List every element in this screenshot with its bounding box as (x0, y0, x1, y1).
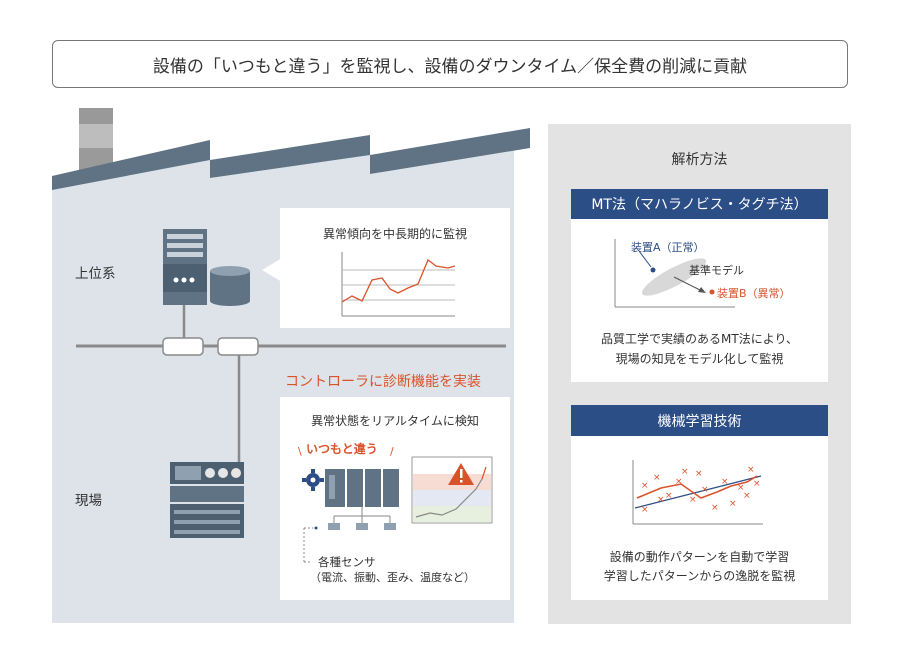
svg-text:×: × (695, 469, 703, 479)
svg-text:\: \ (298, 445, 302, 458)
svg-text:×: × (689, 495, 697, 505)
mt-diagram (614, 239, 735, 308)
svg-text:×: × (729, 499, 737, 509)
sensor-label: 各種センサ (318, 555, 376, 569)
controller-cabinet-icon (170, 462, 244, 538)
point-b-marker (709, 289, 715, 295)
network-node (162, 337, 204, 356)
ml-description-1: 設備の動作パターンを自動で学習 (609, 550, 790, 564)
svg-text:×: × (737, 483, 745, 493)
plc-module-icon (325, 469, 399, 507)
ml-trend-line (634, 475, 762, 509)
warning-triangle-icon (448, 463, 474, 485)
sensor-icon (356, 523, 368, 530)
gear-icon (302, 469, 324, 491)
svg-text:×: × (665, 491, 673, 501)
trend-card-title: 異常傾向を中長期的に監視 (322, 227, 467, 241)
database-icon (210, 266, 250, 306)
callout-pointer (262, 258, 282, 282)
mt-method-card: 装置A（正常） 基準モデル 装置B（異常） 品質工学で実績のあるMT法により、 … (571, 219, 828, 382)
field-label: 現場 (75, 493, 102, 509)
svg-text:×: × (747, 465, 755, 475)
svg-text:×: × (675, 477, 683, 487)
svg-text:×: × (711, 503, 719, 513)
svg-text:×: × (743, 491, 751, 501)
realtime-detection-card: 異常状態をリアルタイムに検知 \ / (280, 397, 510, 600)
ml-header: 機械学習技術 (571, 405, 828, 436)
mt-description-1: 品質工学で実績のあるMT法により、 (601, 332, 798, 346)
itsumo-tag: いつもと違う (306, 442, 378, 456)
point-b-label: 装置B（異常） (717, 287, 791, 300)
network-node (217, 337, 259, 356)
sensor-icon (384, 523, 396, 530)
ml-card: ××× ××× ××× ××× ××× ×× 設備の動作パターンを自動で学習 学… (571, 436, 828, 600)
svg-text:×: × (641, 481, 649, 491)
trend-line (341, 258, 456, 303)
ml-diagram: ××× ××× ××× ××× ××× ×× (632, 460, 763, 525)
mt-method-header: MT法（マハラノビス・タグチ法） (571, 189, 828, 219)
point-a-marker (650, 267, 656, 273)
trend-chart (341, 252, 456, 317)
ml-sample-points: ××× ××× ××× ××× ××× ×× (641, 465, 761, 515)
headline-banner: 設備の「いつもと違う」を監視し、設備のダウンタイム／保全費の削減に貢献 (52, 40, 848, 88)
ml-learned-pattern (636, 475, 758, 499)
svg-text:×: × (721, 477, 729, 487)
point-a-label: 装置A（正常） (631, 241, 705, 254)
headline-text: 設備の「いつもと違う」を監視し、設備のダウンタイム／保全費の削減に貢献 (152, 56, 748, 77)
analysis-title: 解析方法 (671, 152, 728, 168)
svg-text:×: × (681, 467, 689, 477)
svg-text:×: × (657, 495, 665, 505)
roof (52, 140, 210, 190)
trend-monitoring-card: 異常傾向を中長期的に監視 (280, 208, 510, 328)
mt-description-2: 現場の知見をモデル化して監視 (615, 352, 784, 366)
ml-header-text: 機械学習技術 (657, 413, 742, 430)
realtime-illustration: \ / (298, 445, 493, 563)
sensor-icon (328, 523, 340, 530)
svg-text:×: × (641, 505, 649, 515)
svg-text:×: × (653, 473, 661, 483)
base-model-label: 基準モデル (689, 264, 744, 277)
realtime-card-title: 異常状態をリアルタイムに検知 (311, 414, 479, 428)
ml-description-2: 学習したパターンからの逸脱を監視 (603, 569, 796, 583)
controller-caption: コントローラに診断機能を実装 (285, 374, 481, 390)
svg-text:×: × (753, 479, 761, 489)
server-icon (163, 229, 207, 305)
svg-text:/: / (390, 445, 394, 458)
svg-text:×: × (701, 485, 709, 495)
upper-system-label: 上位系 (75, 266, 116, 282)
sensor-types: （電流、振動、歪み、温度など） (310, 571, 475, 584)
mt-method-header-text: MT法（マハラノビス・タグチ法） (591, 197, 808, 213)
